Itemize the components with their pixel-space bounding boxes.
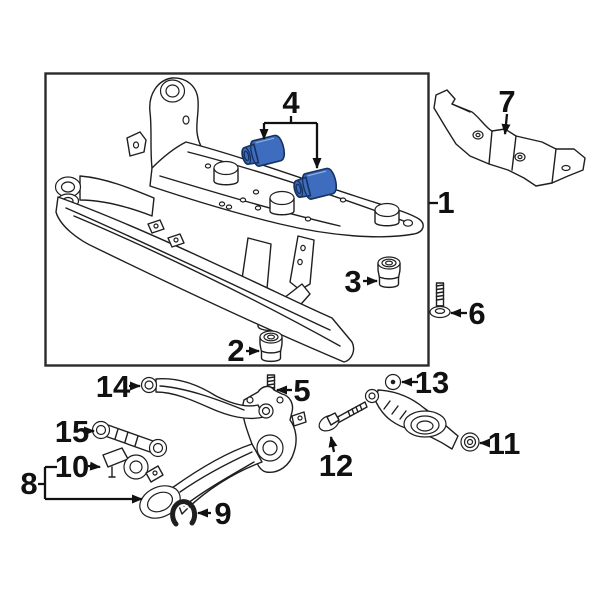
callout-label-1: 1 xyxy=(437,185,454,220)
lower-control-arm-part-11 xyxy=(364,388,480,452)
heat-shield-bracket-part-7 xyxy=(433,89,586,187)
lateral-link-part-15 xyxy=(91,420,168,458)
callout-label-4: 4 xyxy=(282,85,300,120)
callout-labels: 1 2 3 4 5 6 7 8 9 10 11 12 13 14 15 xyxy=(20,84,520,531)
callout-label-12: 12 xyxy=(319,448,353,483)
parts-box-frame xyxy=(44,72,430,367)
callout-label-6: 6 xyxy=(468,296,485,331)
callout-leaders xyxy=(38,113,511,518)
highlighted-bushing-part-4-right xyxy=(293,167,338,200)
callout-label-9: 9 xyxy=(214,496,231,531)
bolt-part-6 xyxy=(429,282,451,319)
callout-label-5: 5 xyxy=(293,373,310,408)
callout-label-3: 3 xyxy=(344,264,361,299)
bushing-part-3 xyxy=(377,256,401,289)
callout-label-13: 13 xyxy=(415,365,449,400)
mount-bracket-part-10 xyxy=(102,447,164,483)
trailing-arm-assembly-part-8 xyxy=(139,385,307,519)
callout-label-11: 11 xyxy=(488,426,521,461)
retainer-ring-part-9 xyxy=(170,499,198,527)
bolt-part-12 xyxy=(318,401,368,432)
callout-label-14: 14 xyxy=(96,369,131,404)
upper-control-arm-part-14 xyxy=(140,376,274,420)
subframe-crossmember-part-1 xyxy=(54,77,424,363)
beam-boss-cylinder xyxy=(374,202,400,227)
callout-label-7: 7 xyxy=(498,84,515,119)
bushing-part-2 xyxy=(259,330,283,363)
callout-label-2: 2 xyxy=(227,333,244,368)
highlighted-bushing-part-4-left xyxy=(241,134,286,167)
callout-label-10: 10 xyxy=(55,449,89,484)
callout-label-15: 15 xyxy=(55,414,89,449)
callout-label-8: 8 xyxy=(20,466,37,501)
washer-part-13 xyxy=(384,373,402,391)
beam-boss-cylinder xyxy=(269,190,295,216)
beam-boss-cylinder xyxy=(213,160,239,186)
